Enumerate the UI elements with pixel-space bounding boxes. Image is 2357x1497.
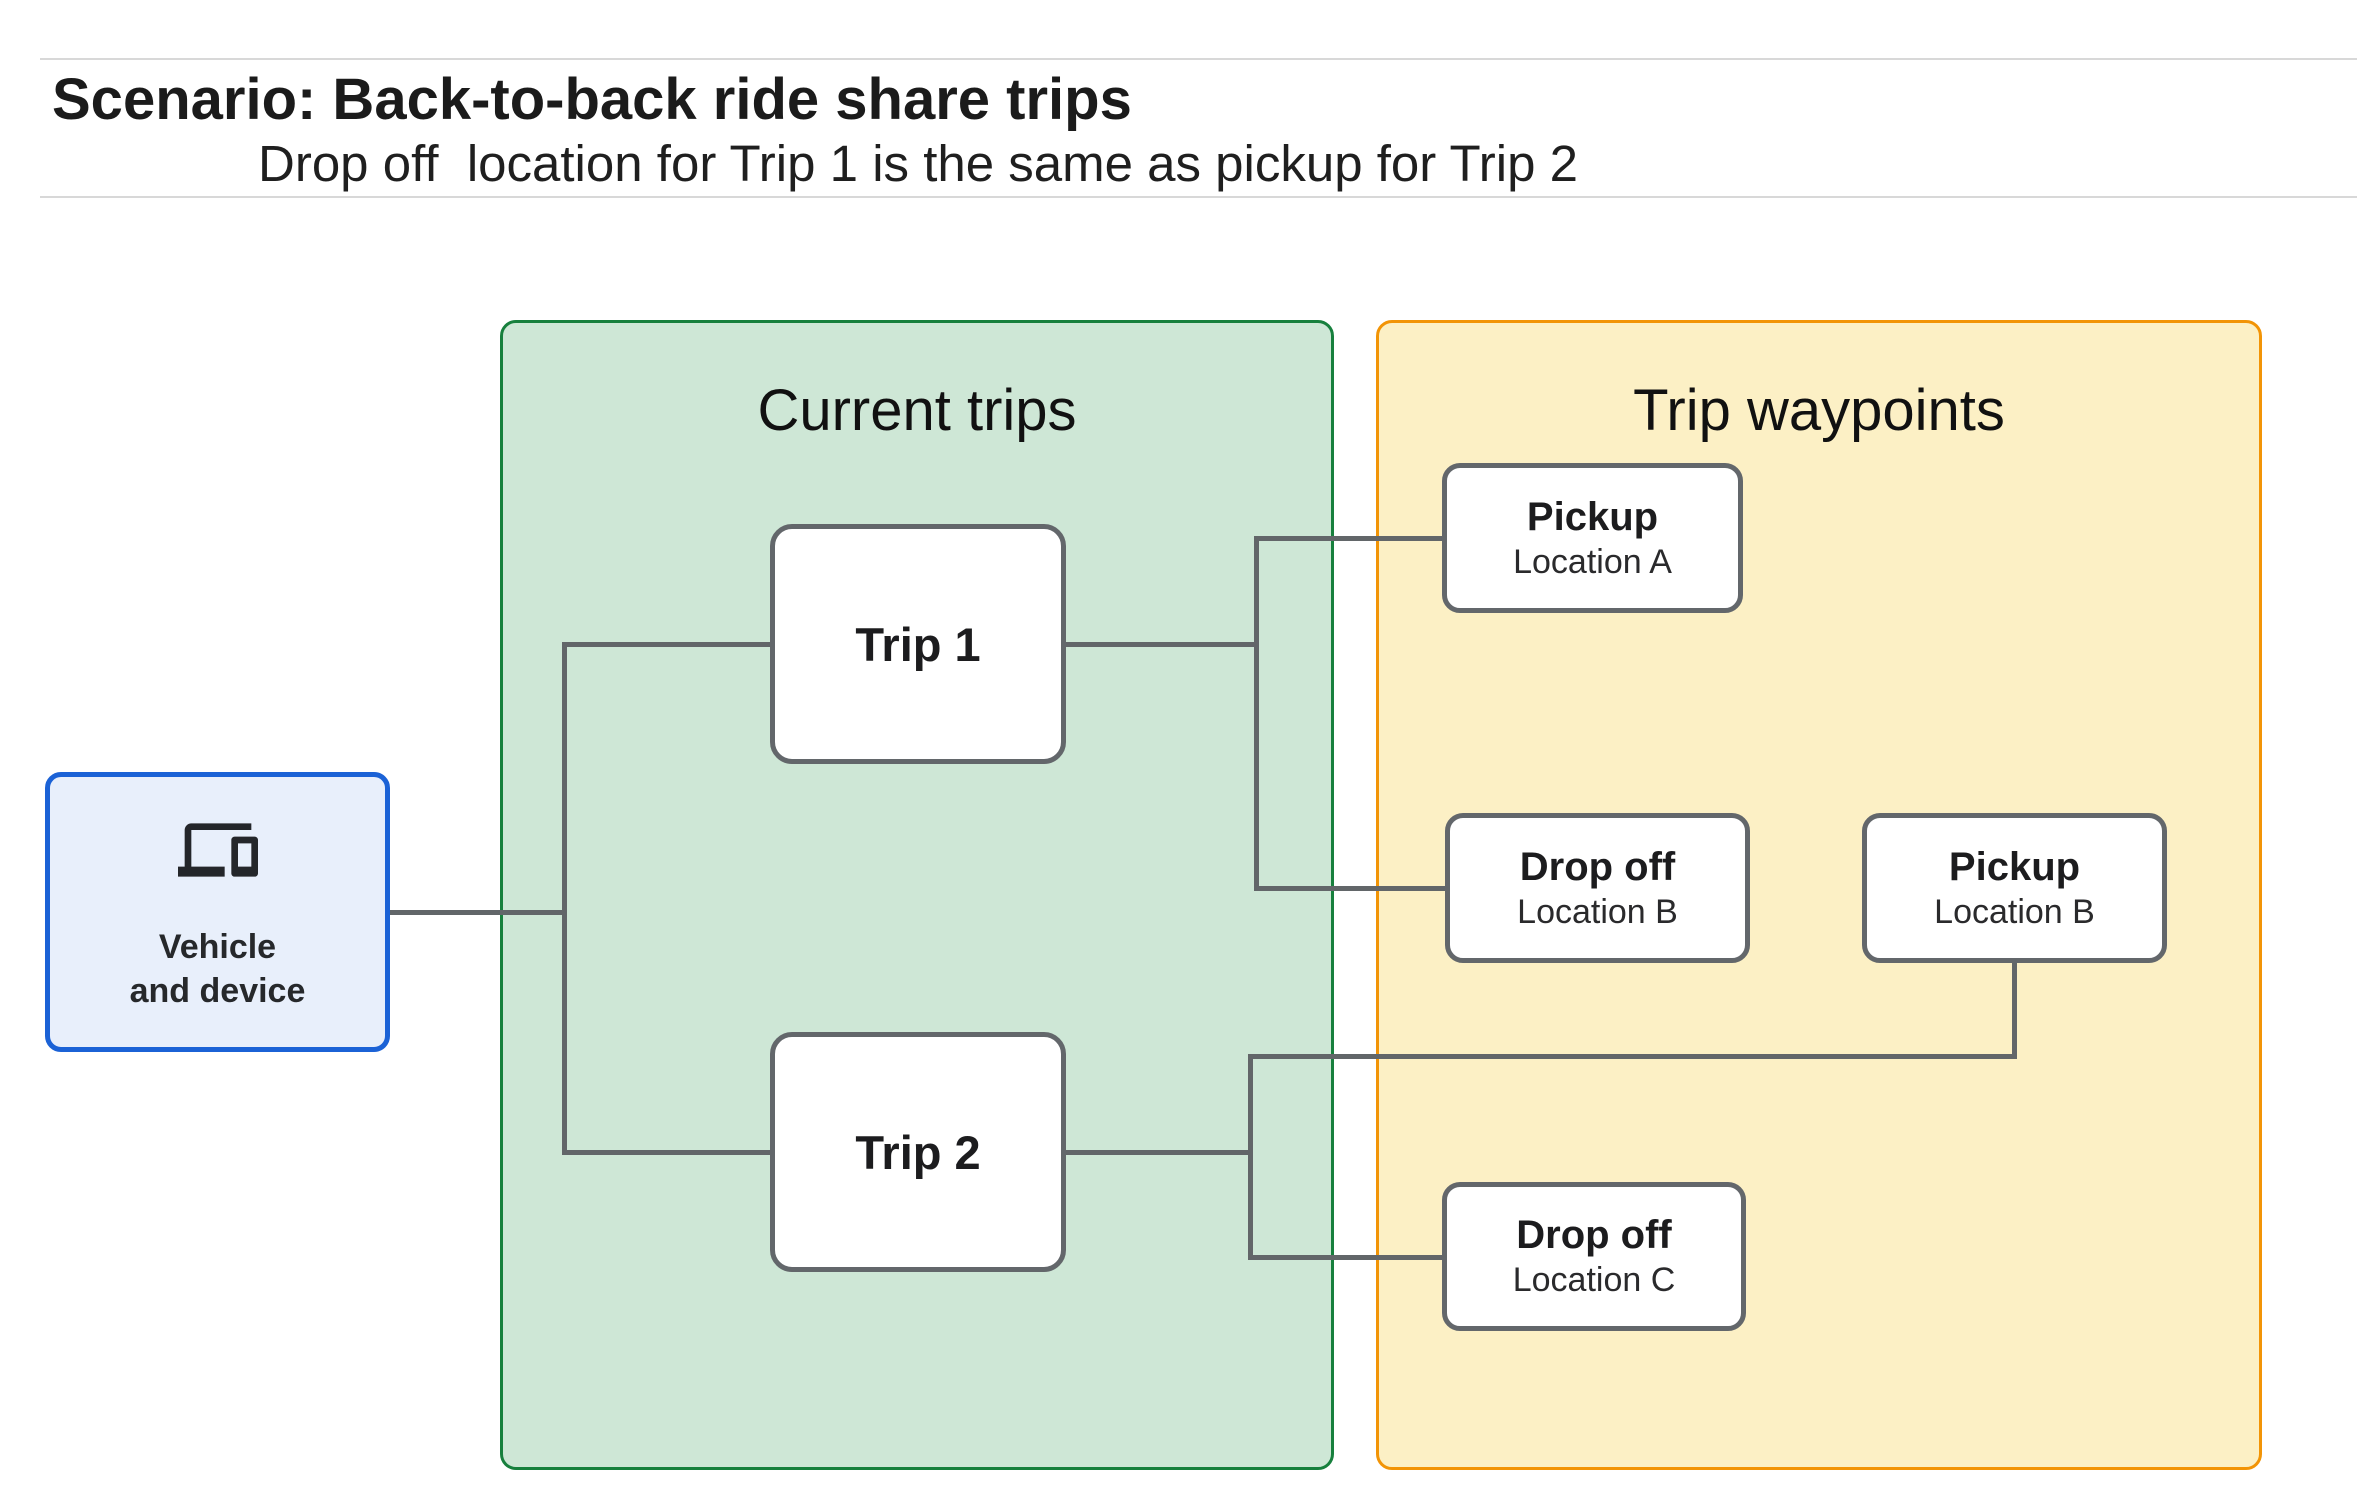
waypoint-pickup-a-label: Pickup [1526, 494, 1659, 539]
panel-title-current-trips: Current trips [757, 378, 1077, 443]
connector-junction3-vertical [1248, 1054, 1253, 1260]
connector-junction2-to-dropoff-b [1259, 886, 1445, 891]
connector-junction3-to-pickup-b-horizontal [1253, 1054, 2017, 1059]
connector-vehicle-to-junction [390, 910, 567, 915]
waypoint-pickup-b-label: Pickup [1948, 844, 2081, 889]
connector-trip1-to-junction2 [1066, 642, 1256, 647]
page-title: Scenario: Back-to-back ride share trips [52, 67, 1132, 132]
top-divider [40, 58, 2357, 60]
connector-junction3-to-dropoff-c [1253, 1255, 1442, 1260]
panel-current-trips: Current trips [500, 320, 1334, 1470]
waypoint-pickup-b-location: Location B [1934, 892, 2095, 931]
connector-pickup-b-vertical [2012, 963, 2017, 1059]
connector-junction1-vertical [562, 642, 567, 1155]
connector-junction2-vertical [1254, 536, 1259, 891]
trip-1-box: Trip 1 [770, 524, 1066, 764]
connector-trip2-to-junction3 [1066, 1150, 1252, 1155]
devices-icon [177, 823, 258, 878]
waypoint-dropoff-c-label: Drop off [1516, 1213, 1672, 1258]
waypoint-dropoff-b-box: Drop off Location B [1445, 813, 1750, 963]
trip-1-label: Trip 1 [855, 617, 981, 671]
connector-junction1-to-trip2 [567, 1150, 770, 1155]
vehicle-box: Vehicle and device [45, 772, 390, 1052]
waypoint-dropoff-b-location: Location B [1517, 892, 1678, 931]
panel-title-trip-waypoints: Trip waypoints [1633, 378, 2005, 443]
connector-junction2-to-pickup-a [1259, 536, 1442, 541]
waypoint-pickup-b-box: Pickup Location B [1862, 813, 2167, 963]
waypoint-dropoff-c-box: Drop off Location C [1442, 1182, 1746, 1331]
trip-2-box: Trip 2 [770, 1032, 1066, 1272]
vehicle-label: Vehicle and device [129, 928, 306, 1010]
waypoint-pickup-a-location: Location A [1513, 542, 1672, 581]
waypoint-dropoff-c-location: Location C [1512, 1261, 1676, 1300]
waypoint-dropoff-b-label: Drop off [1519, 844, 1676, 889]
connector-junction1-to-trip1 [567, 642, 770, 647]
trip-2-label: Trip 2 [855, 1125, 981, 1179]
waypoint-pickup-a-box: Pickup Location A [1442, 463, 1743, 613]
header-divider [40, 196, 2357, 198]
page-subtitle: Drop off location for Trip 1 is the same… [258, 135, 1578, 192]
